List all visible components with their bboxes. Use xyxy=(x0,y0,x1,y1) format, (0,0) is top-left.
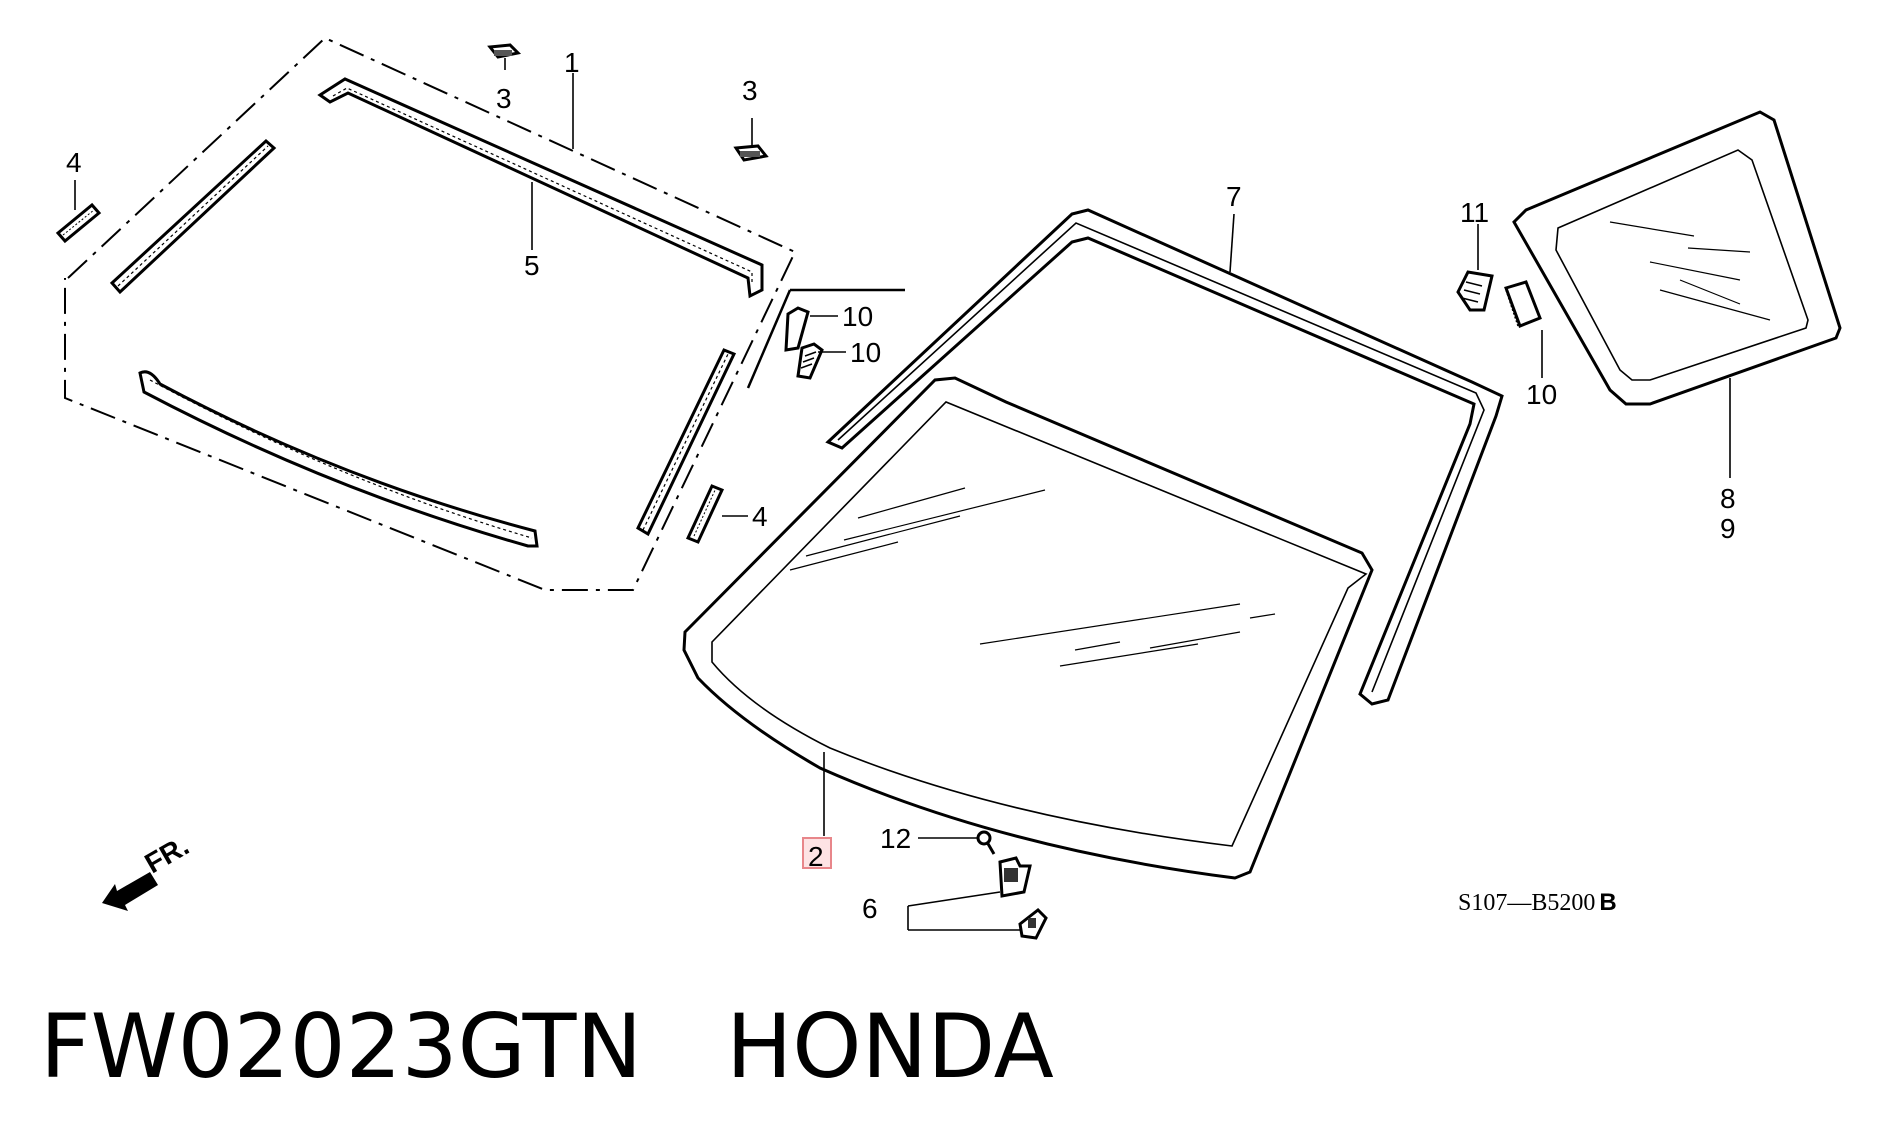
callout-12: 12 xyxy=(880,823,911,854)
callout-2: 2 xyxy=(808,841,824,872)
side-moulding-left xyxy=(109,138,277,295)
callout-4-left: 4 xyxy=(66,147,82,178)
part-caption: FW02023GTN HONDA xyxy=(40,995,1054,1098)
side-moulding-right xyxy=(636,348,737,537)
fastener-3-lower xyxy=(733,144,769,162)
clip-6-upper xyxy=(998,856,1032,898)
upper-moulding xyxy=(317,77,764,299)
windshield-seal xyxy=(825,208,1504,706)
quarter-glass xyxy=(1512,110,1842,406)
spacer-4-right xyxy=(685,484,725,544)
fastener-10-lower xyxy=(796,342,824,380)
bracket-lines xyxy=(746,288,905,389)
callout-labels: 1 2 3 3 4 4 5 6 7 8 9 10 10 10 11 12 xyxy=(66,47,1736,924)
callout-9: 9 xyxy=(1720,513,1736,544)
lower-moulding xyxy=(138,370,539,548)
callout-1: 1 xyxy=(564,47,580,78)
clip-6-lower xyxy=(1018,908,1048,940)
callout-3-upper: 3 xyxy=(496,83,512,114)
windshield-glass xyxy=(682,376,1374,880)
leader-lines xyxy=(74,58,1731,931)
front-direction-arrow: FR. xyxy=(102,830,194,911)
screw-12 xyxy=(976,830,996,855)
callout-3-lower: 3 xyxy=(742,75,758,106)
fastener-3-upper xyxy=(487,43,522,59)
callout-6: 6 xyxy=(862,893,878,924)
moulding-group-outline xyxy=(64,36,797,591)
fastener-10-right xyxy=(1504,280,1542,328)
diagram-code-suffix: B xyxy=(1599,889,1616,916)
callout-11: 11 xyxy=(1460,197,1489,228)
callout-10-upper: 10 xyxy=(842,301,873,332)
callout-10-lower: 10 xyxy=(850,337,881,368)
front-indicator-label: FR. xyxy=(140,830,195,879)
callout-2-highlight xyxy=(802,837,832,869)
spacer-4-left xyxy=(55,202,102,244)
callout-8: 8 xyxy=(1720,483,1736,514)
callout-10-right: 10 xyxy=(1526,379,1557,410)
fastener-10-upper xyxy=(784,306,810,352)
diagram-code-main: S107—B5200 xyxy=(1458,890,1595,916)
callout-5: 5 xyxy=(524,250,540,281)
callout-7: 7 xyxy=(1226,181,1242,212)
callout-4-right: 4 xyxy=(752,501,768,532)
fastener-11 xyxy=(1456,270,1494,312)
